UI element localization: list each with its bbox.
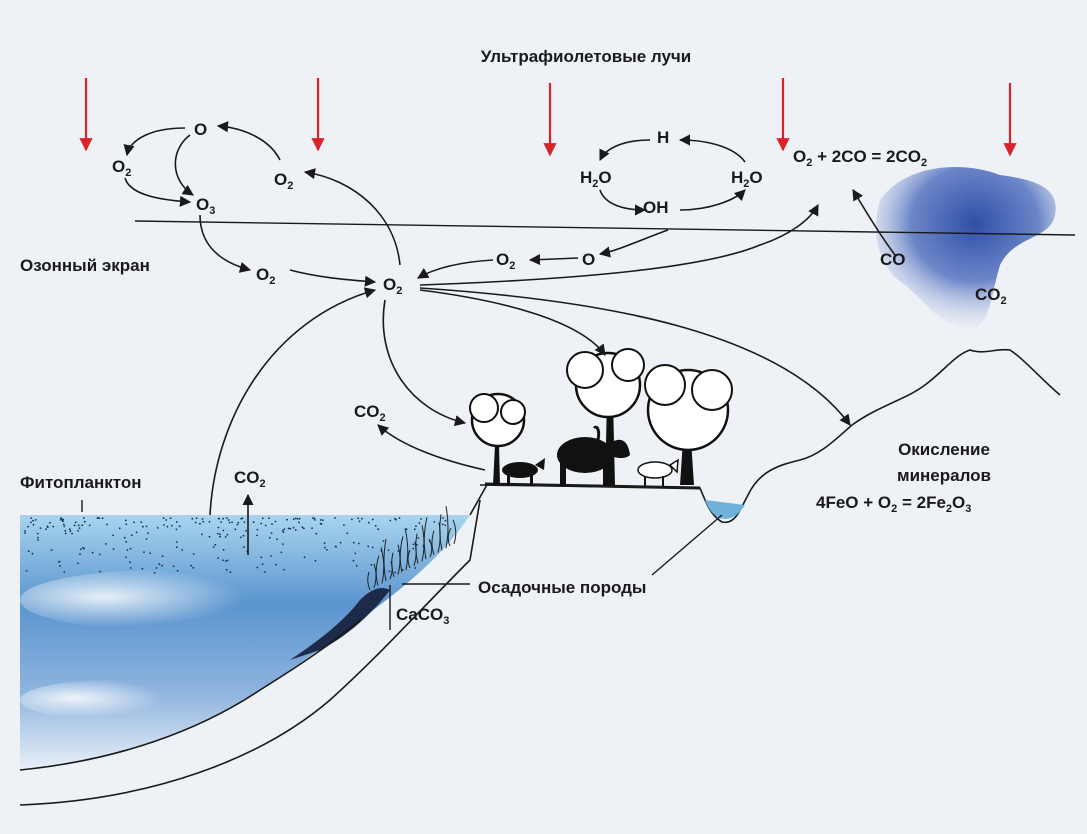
o2-mid: O2: [496, 250, 515, 272]
phytoplankton-dots: [24, 517, 447, 574]
goat-icon: [502, 458, 545, 486]
phytoplankton-label: Фитопланктон: [20, 473, 142, 492]
o-atom-top: O: [194, 120, 207, 139]
o2-left: O2: [112, 157, 131, 179]
co2-sea-label: CO2: [234, 468, 266, 490]
leader-lines: [81, 500, 723, 630]
co2-land-label: CO2: [354, 402, 386, 424]
seabed: [19, 482, 489, 806]
oh-radical: OH: [643, 198, 669, 217]
ozone-screen-label: Озонный экран: [20, 256, 150, 275]
h2o-left: H2O: [580, 168, 612, 190]
ocean: [19, 515, 470, 771]
o-atom-mid: O: [582, 250, 595, 269]
co2-cloud-label: CO2: [975, 285, 1007, 307]
uv-arrows: [79, 78, 1017, 157]
h-atom: H: [657, 128, 669, 147]
cow-icon: [637, 458, 679, 486]
diagram-title: Ультрафиолетовые лучи: [481, 47, 692, 66]
co-oxidation-reaction: O2 + 2CO = 2CO2: [793, 147, 927, 169]
mineral-oxidation-reaction: 4FeO + O2 = 2Fe2O3: [816, 493, 971, 515]
o2-ozone: O2: [256, 265, 275, 287]
h2o-right: H2O: [731, 168, 763, 190]
caco3-label: CaCO3: [396, 605, 449, 627]
pond: [705, 500, 745, 519]
seaweed: [367, 506, 457, 591]
o3-molecule: O3: [196, 195, 215, 217]
co-label: CO: [880, 250, 906, 269]
o2-center: O2: [383, 275, 402, 297]
cycle-arrows: [123, 121, 896, 555]
mineral-oxidation-label-1: Окисление: [898, 440, 990, 459]
tree-icon: [644, 364, 733, 485]
ozone-layer-line: [134, 220, 1076, 236]
sedimentary-rocks-label: Осадочные породы: [478, 578, 646, 597]
land: [479, 348, 1061, 524]
mineral-oxidation-label-2: минералов: [897, 466, 991, 485]
bull-icon: [557, 425, 630, 486]
o2-right-top: O2: [274, 170, 293, 192]
co2-cloud: [876, 167, 1056, 329]
tree-icon: [566, 348, 645, 485]
tree-icon: [469, 392, 526, 485]
